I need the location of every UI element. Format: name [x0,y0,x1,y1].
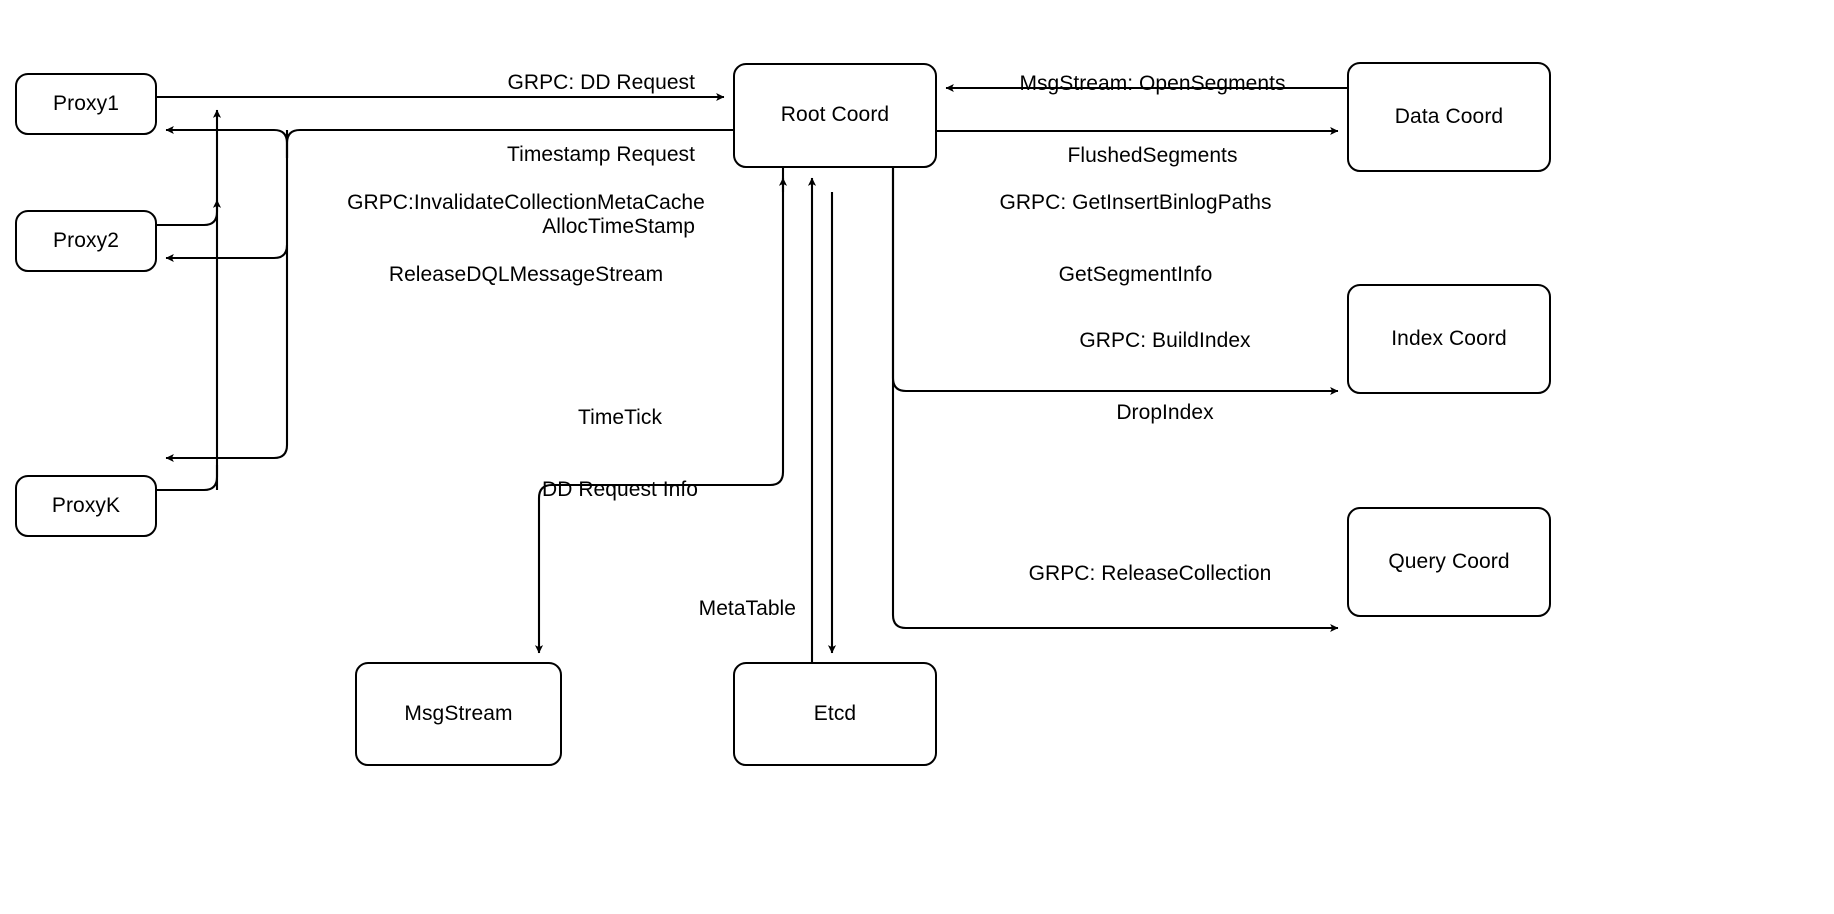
node-proxy1[interactable]: Proxy1 [15,73,157,135]
node-etcd[interactable]: Etcd [733,662,937,766]
edge-label-rootcoord-to-etcd: MetaTable [600,549,796,669]
node-proxyk-label: ProxyK [51,493,121,517]
node-proxyk[interactable]: ProxyK [15,475,157,537]
connector-rootcoord-return-trunk [165,130,289,463]
node-msgstream-label: MsgStream [404,701,513,725]
edge-label-rootcoord-to-datacoord-line2: GetSegmentInfo [1058,263,1213,286]
connector-proxyk-join [157,465,219,492]
edge-label-rootcoord-to-querycoord-line1: GRPC: ReleaseCollection [1028,562,1272,585]
node-proxy2-label: Proxy2 [53,228,119,252]
edge-label-rootcoord-to-indexcoord: GRPC: BuildIndex DropIndex [975,281,1355,473]
edge-label-rootcoord-to-indexcoord-line2: DropIndex [1116,401,1214,424]
edge-label-rootcoord-to-indexcoord-line1: GRPC: BuildIndex [1079,329,1251,352]
node-data-coord-label: Data Coord [1394,104,1504,128]
node-root-coord-label: Root Coord [780,103,890,127]
edge-label-datacoord-to-rootcoord-line2: FlushedSegments [1067,144,1238,167]
connector-rootcoord-to-proxy1-tail [165,125,289,158]
node-root-coord[interactable]: Root Coord [733,63,937,168]
edge-label-rootcoord-to-proxy-line2: ReleaseDQLMessageStream [388,263,664,286]
edge-label-proxy-to-rootcoord-line1: GRPC: DD Request [507,71,695,94]
edge-label-datacoord-to-rootcoord-line1: MsgStream: OpenSegments [1019,72,1286,95]
node-etcd-label: Etcd [813,701,857,725]
connector-rootcoord-to-proxy2 [165,244,289,263]
edge-label-rootcoord-to-proxy: GRPC:InvalidateCollectionMetaCache Relea… [320,143,732,335]
edge-label-rootcoord-to-msgstream-line2: DD Request Info [542,478,698,501]
node-query-coord[interactable]: Query Coord [1347,507,1551,617]
edge-label-proxy-to-rootcoord-line2: Timestamp Request [507,143,695,166]
node-index-coord-label: Index Coord [1391,326,1507,350]
node-index-coord[interactable]: Index Coord [1347,284,1551,394]
edge-label-rootcoord-to-datacoord: GRPC: GetInsertBinlogPaths GetSegmentInf… [943,143,1328,335]
edge-label-proxy-to-rootcoord: GRPC: DD Request Timestamp Request Alloc… [295,23,695,287]
edge-label-rootcoord-to-datacoord-line1: GRPC: GetInsertBinlogPaths [999,191,1272,214]
node-data-coord[interactable]: Data Coord [1347,62,1551,172]
edge-label-rootcoord-to-etcd-line1: MetaTable [698,597,796,620]
edge-label-proxy-to-rootcoord-line3: AllocTimeStamp [542,215,695,238]
connector-rootcoord-to-msgstream [534,168,785,654]
edge-label-datacoord-to-rootcoord: MsgStream: OpenSegments FlushedSegments [960,24,1345,216]
edge-label-rootcoord-to-proxy-line1: GRPC:InvalidateCollectionMetaCache [347,191,705,214]
node-proxy1-label: Proxy1 [53,91,119,115]
edge-label-rootcoord-to-msgstream: TimeTick DD Request Info [480,358,760,550]
node-msgstream[interactable]: MsgStream [355,662,562,766]
edge-label-rootcoord-to-msgstream-line1: TimeTick [578,406,662,429]
node-query-coord-label: Query Coord [1388,549,1510,573]
connector-rootcoord-to-querycoord [891,168,1339,633]
edge-label-rootcoord-to-querycoord: GRPC: ReleaseCollection [940,514,1360,634]
connector-proxy2-join [157,199,222,227]
node-proxy2[interactable]: Proxy2 [15,210,157,272]
